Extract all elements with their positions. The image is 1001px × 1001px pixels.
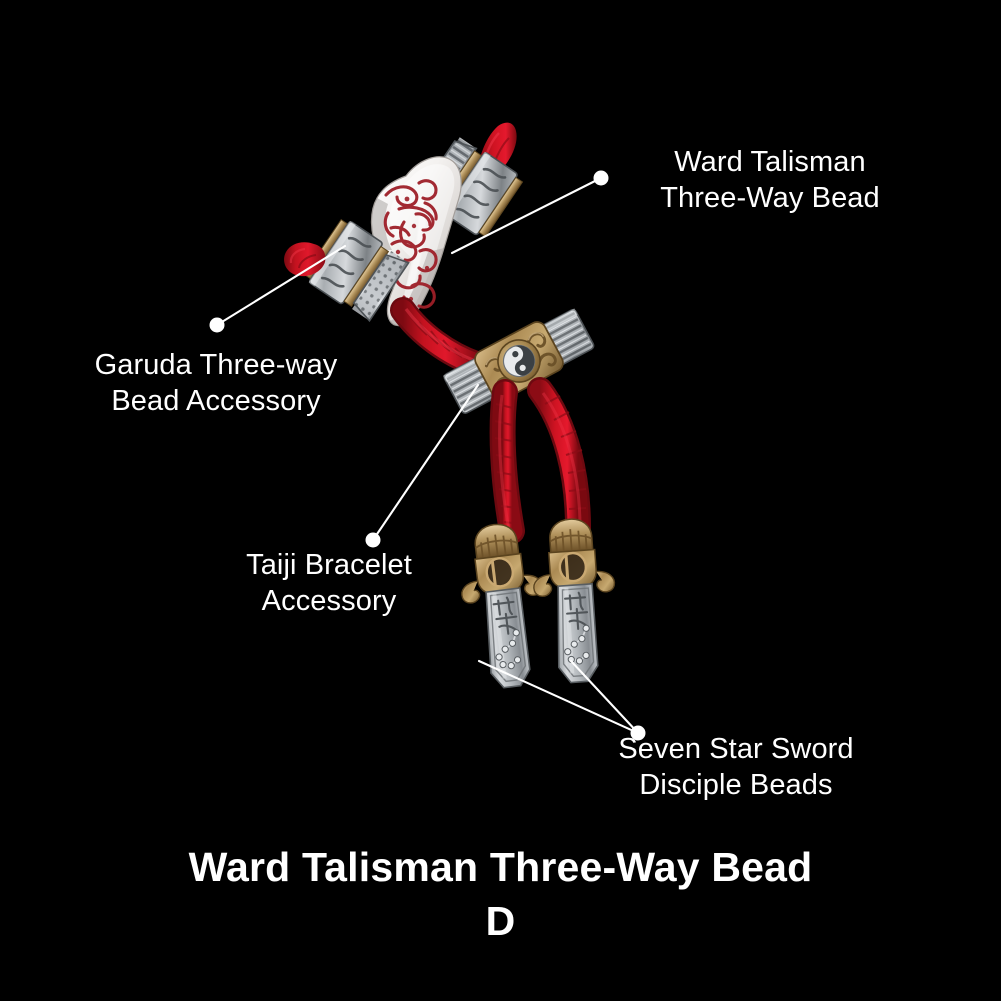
cord-upper (390, 297, 489, 377)
seven-star-constellation (495, 629, 522, 670)
dot-taiji (365, 532, 381, 548)
seven-star-sword-left (461, 523, 543, 689)
product-title-block: Ward Talisman Three-Way Bead D (0, 840, 1001, 948)
callout-label-taiji: Taiji Bracelet Accessory (246, 549, 412, 617)
leader-sword-left (477, 659, 640, 735)
cord-lower-loops (489, 377, 591, 544)
callout-label-seven-star-sword: Seven Star Sword Disciple Beads (618, 733, 854, 801)
leader-taiji (371, 383, 480, 542)
garuda-cap-bottom (303, 218, 410, 323)
product-variant: D (485, 898, 516, 945)
dot-garuda (209, 317, 225, 333)
seven-star-constellation (564, 624, 590, 665)
callout-label-ward-talisman: Ward Talisman Three-Way Bead (660, 146, 880, 214)
product-title: Ward Talisman Three-Way Bead (188, 844, 813, 890)
ward-talisman-bead (370, 156, 462, 327)
leader-garuda (215, 244, 347, 327)
callout-dots (209, 170, 646, 741)
garuda-cap-top (420, 137, 524, 238)
callout-leaders (215, 176, 640, 735)
dot-ward (593, 170, 609, 186)
cord-top-nub (478, 122, 517, 177)
callout-label-garuda: Garuda Three-way Bead Accessory (94, 349, 338, 417)
seven-star-sword-right (533, 518, 616, 684)
leader-sword-right (569, 659, 640, 735)
taiji-bracelet-bead (442, 308, 595, 414)
leader-ward (450, 176, 603, 255)
cord-left-nub (284, 242, 326, 277)
